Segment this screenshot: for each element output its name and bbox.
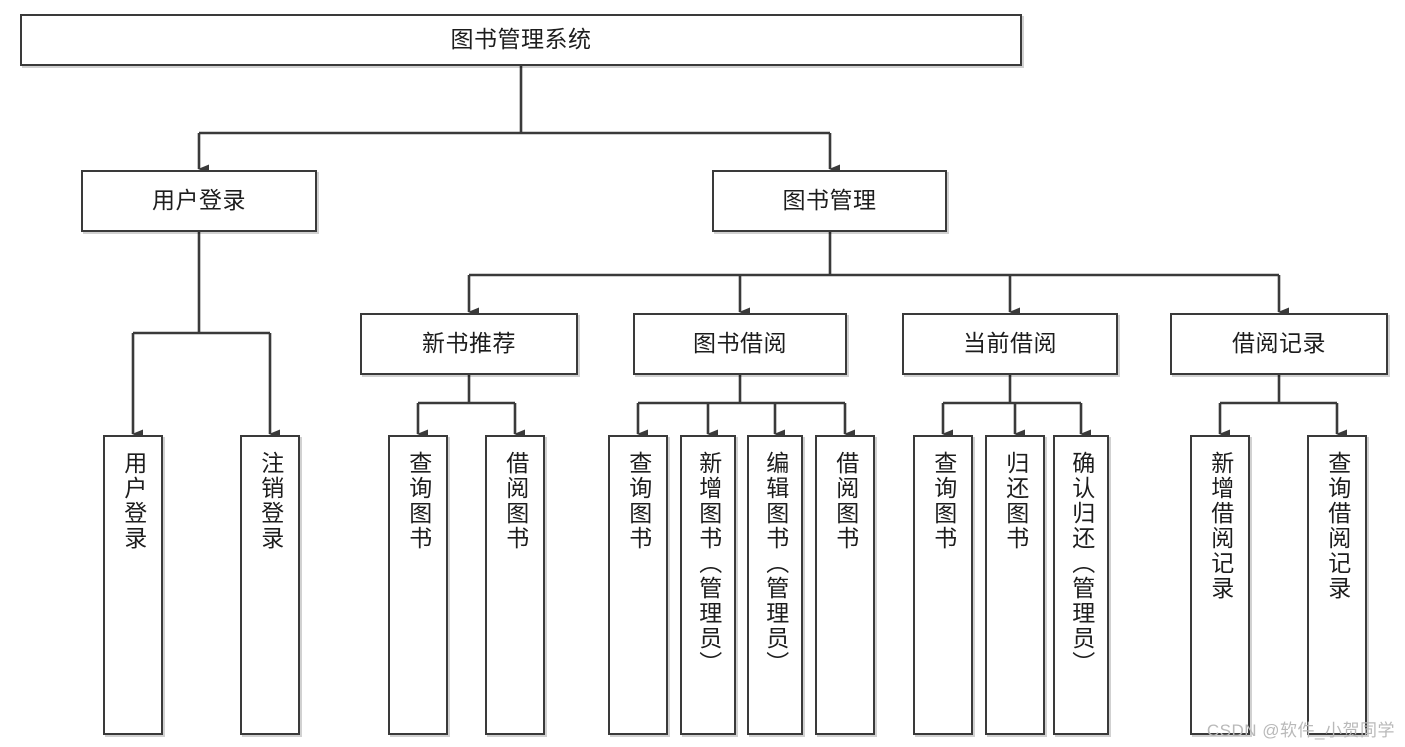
node-leaf-add-book[interactable]: 新增图书（管理员） <box>680 435 736 735</box>
node-label-leaf-user-login: 用户登录 <box>120 451 147 551</box>
node-leaf-add-rec[interactable]: 新增借阅记录 <box>1190 435 1250 735</box>
node-current-borrow[interactable]: 当前借阅 <box>902 313 1118 375</box>
node-root[interactable]: 图书管理系统 <box>20 14 1022 66</box>
node-label-borrow-record: 借阅记录 <box>1232 330 1326 357</box>
node-label-leaf-confirm: 确认归还（管理员） <box>1068 451 1095 676</box>
node-leaf-query-rec[interactable]: 查询借阅记录 <box>1307 435 1367 735</box>
node-leaf-query-3[interactable]: 查询图书 <box>913 435 973 735</box>
node-leaf-logout[interactable]: 注销登录 <box>240 435 300 735</box>
watermark-text: CSDN @软件_小贺同学 <box>1206 721 1395 740</box>
node-user-login[interactable]: 用户登录 <box>81 170 317 232</box>
node-leaf-edit-book[interactable]: 编辑图书（管理员） <box>747 435 803 735</box>
node-label-leaf-query-3: 查询图书 <box>930 451 957 551</box>
node-label-leaf-return: 归还图书 <box>1002 451 1029 551</box>
node-leaf-confirm[interactable]: 确认归还（管理员） <box>1053 435 1109 735</box>
node-label-leaf-query-1: 查询图书 <box>405 451 432 551</box>
node-label-leaf-query-rec: 查询借阅记录 <box>1324 451 1351 601</box>
node-label-current-borrow: 当前借阅 <box>963 330 1057 357</box>
node-book-manage[interactable]: 图书管理 <box>712 170 947 232</box>
node-new-book-rec[interactable]: 新书推荐 <box>360 313 578 375</box>
node-label-leaf-logout: 注销登录 <box>257 451 284 551</box>
node-label-new-book-rec: 新书推荐 <box>422 330 516 357</box>
node-borrow-record[interactable]: 借阅记录 <box>1170 313 1388 375</box>
node-label-leaf-add-rec: 新增借阅记录 <box>1207 451 1234 601</box>
node-label-leaf-borrow-1: 借阅图书 <box>502 451 529 551</box>
node-leaf-borrow-2[interactable]: 借阅图书 <box>815 435 875 735</box>
node-book-borrow[interactable]: 图书借阅 <box>633 313 847 375</box>
node-label-leaf-borrow-2: 借阅图书 <box>832 451 859 551</box>
node-leaf-return[interactable]: 归还图书 <box>985 435 1045 735</box>
node-leaf-borrow-1[interactable]: 借阅图书 <box>485 435 545 735</box>
node-leaf-query-2[interactable]: 查询图书 <box>608 435 668 735</box>
node-label-leaf-edit-book: 编辑图书（管理员） <box>762 451 789 676</box>
node-label-leaf-add-book: 新增图书（管理员） <box>695 451 722 676</box>
node-label-leaf-query-2: 查询图书 <box>625 451 652 551</box>
node-label-user-login: 用户登录 <box>152 187 246 214</box>
node-label-book-manage: 图书管理 <box>782 187 877 214</box>
node-leaf-user-login[interactable]: 用户登录 <box>103 435 163 735</box>
node-label-book-borrow: 图书借阅 <box>693 330 787 357</box>
node-leaf-query-1[interactable]: 查询图书 <box>388 435 448 735</box>
node-label-root: 图书管理系统 <box>450 26 592 53</box>
